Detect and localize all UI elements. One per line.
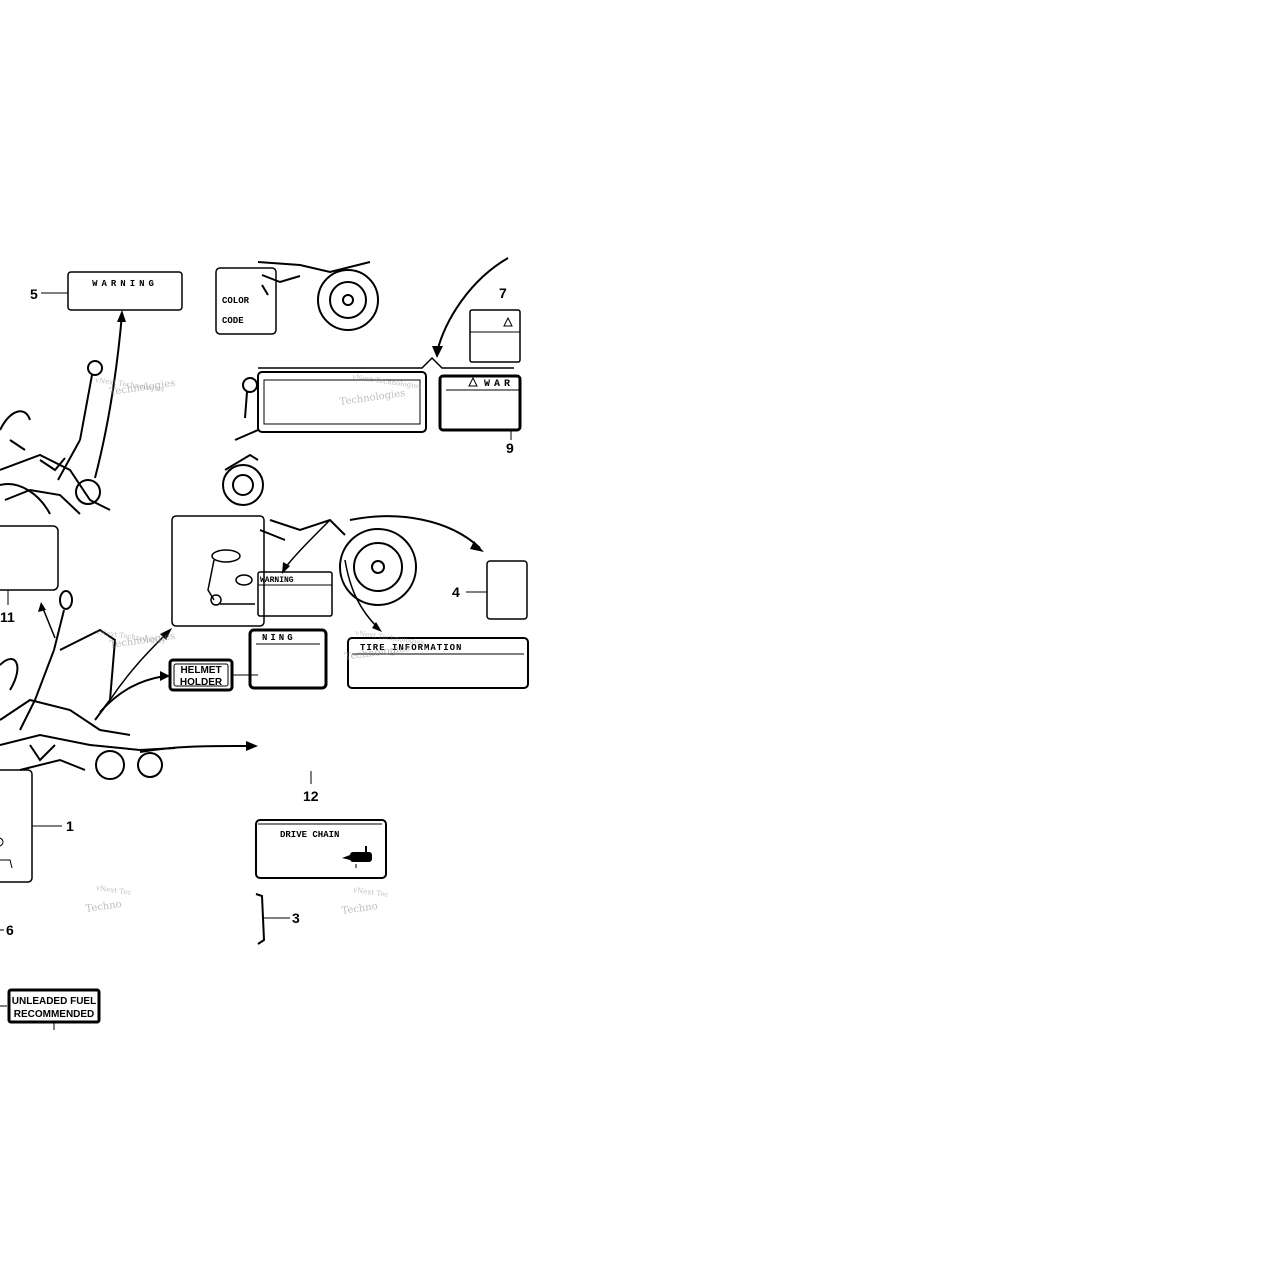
color-code-text-2: CODE — [222, 316, 244, 326]
tile-middle-left: 11 — [0, 515, 265, 780]
warning-label-partial-text: NING — [262, 633, 296, 643]
callout-11: 11 — [0, 609, 15, 625]
color-code-label — [215, 267, 277, 335]
tile-top-left: WARNING 5 COLOR CODE vNext Technologies … — [0, 267, 277, 515]
svg-text:Technologies: Technologies — [339, 388, 406, 408]
svg-text:Techno: Techno — [85, 899, 123, 915]
label-1 — [0, 769, 33, 883]
oil-can-icon — [342, 846, 372, 868]
color-code-text-1: COLOR — [222, 296, 250, 306]
helmet-holder-text-2: HOLDER — [180, 677, 223, 688]
unleaded-fuel-text-2: RECOMMENDED — [14, 1009, 95, 1020]
label-4 — [486, 560, 528, 620]
tire-information-text: TIRE INFORMATION — [360, 643, 462, 653]
tire-information-label — [347, 637, 529, 689]
svg-text:vNext Technologies: vNext Technologies — [351, 373, 422, 391]
drive-chain-label — [255, 819, 387, 879]
callout-7: 7 — [499, 285, 507, 301]
callout-12: 12 — [303, 788, 319, 804]
label-11 — [0, 525, 59, 591]
watermark-6: vNext Tec Techno — [341, 886, 389, 917]
svg-text:Techno: Techno — [341, 901, 379, 917]
callout-4: 4 — [452, 584, 460, 600]
helmet-holder-text-1: HELMET — [180, 665, 221, 676]
svg-text:vNext Tec: vNext Tec — [95, 884, 132, 897]
unleaded-fuel-text-1: UNLEADED FUEL — [12, 996, 96, 1007]
motorcycle-sketch-2 — [257, 261, 379, 331]
detail-inset — [171, 515, 265, 627]
svg-text:vNext Tec: vNext Tec — [352, 886, 389, 899]
rear-wheel-sketch — [259, 518, 417, 606]
warning-label-9-text: WAR — [484, 379, 514, 390]
callout-5: 5 — [30, 286, 38, 302]
warning-label-5 — [67, 271, 183, 311]
callout-1: 1 — [66, 818, 74, 834]
warning-label-left-text: WARNING — [260, 576, 294, 585]
watermark-1: vNext Technologies Technologies — [94, 376, 176, 398]
tile-bottom-middle: 12 DRIVE CHAIN 3 vNext Tec Techno — [255, 771, 389, 945]
watermark-3: vNext Technologies Technologies — [95, 628, 176, 651]
watermark-5: vNext Tec Techno — [85, 884, 132, 915]
drive-chain-text: DRIVE CHAIN — [280, 830, 339, 840]
watermark-2: vNext Technologies Technologies — [339, 373, 422, 408]
warning-label-9 — [438, 374, 522, 432]
label-7 — [469, 309, 521, 363]
tile-middle-right: 4 WARNING NING TIRE INFORMATION vNext Te… — [248, 515, 529, 690]
callout-3: 3 — [292, 910, 300, 926]
blank-label-left — [257, 371, 427, 433]
warning-label-partial — [248, 628, 328, 690]
warning-label-left — [257, 571, 333, 617]
warning-label-5-text: WARNING — [92, 279, 158, 289]
bike-front-partial — [222, 377, 264, 506]
callout-6: 6 — [6, 922, 14, 938]
tile-top-right: 7 WAR 9 vNext Technologies Technologies — [257, 257, 522, 456]
tile-bottom-left: 1 6 UNLEADED FUEL RECOMMENDED vNext Tec … — [0, 769, 132, 1030]
callout-9: 9 — [506, 440, 514, 456]
motorcycle-sketch-1 — [0, 360, 111, 515]
